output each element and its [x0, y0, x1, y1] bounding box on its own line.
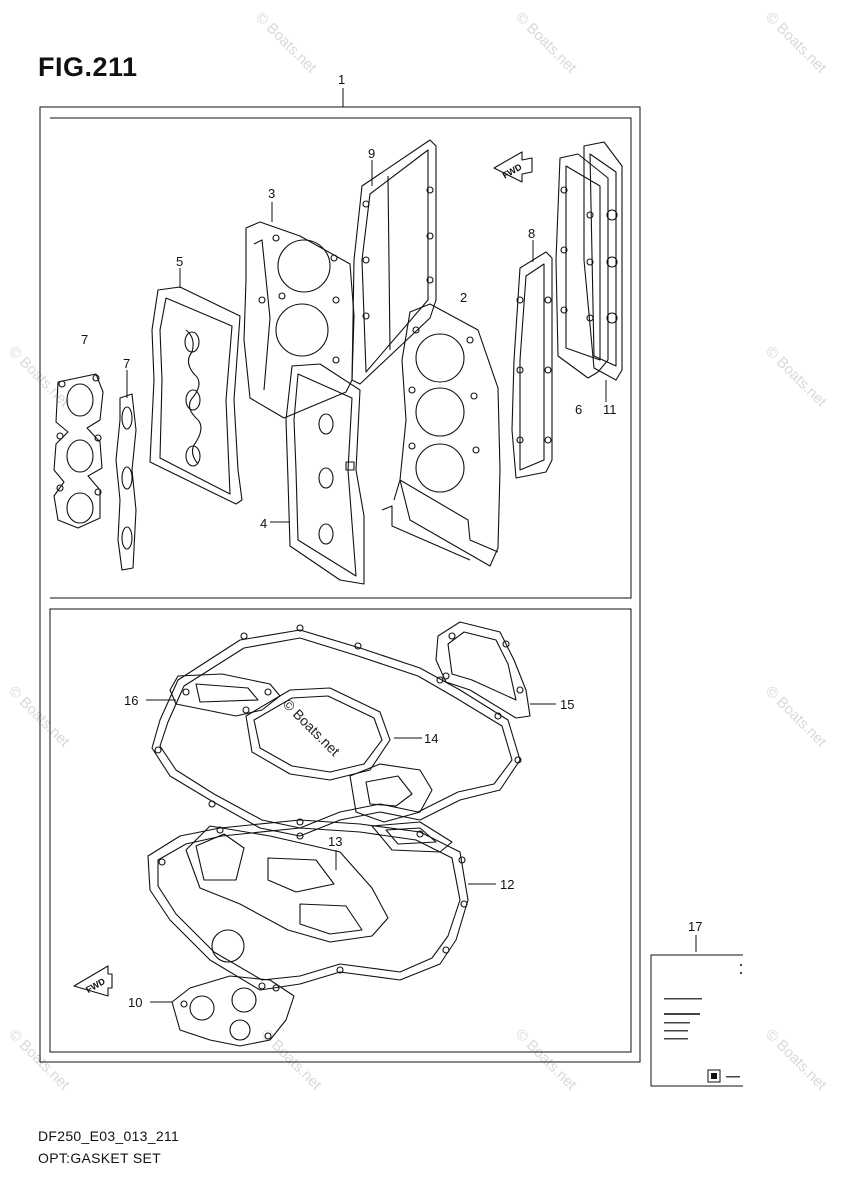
exhaust-cover-gasket-outer — [583, 141, 623, 381]
head-cover-gasket-lower — [285, 363, 365, 585]
cylinder-head-gasket-port — [243, 221, 355, 419]
small-gasket-16 — [169, 673, 281, 717]
callout-11: 11 — [603, 402, 617, 417]
oil-pan-gasket — [151, 624, 522, 840]
callout-1: 1 — [338, 72, 345, 87]
intake-gasket-tall — [351, 139, 437, 385]
frame-layer — [39, 106, 743, 1087]
callout-14: 14 — [424, 731, 438, 746]
documentation-sheet-marks — [664, 964, 742, 1083]
cover-gasket-15 — [435, 621, 531, 719]
callout-2: 2 — [460, 290, 467, 305]
direction-arrow-bottom — [73, 965, 113, 997]
leader-lines — [126, 88, 697, 1003]
exhaust-manifold-gasket — [53, 373, 104, 529]
watermark-text: © Boats.net — [512, 9, 580, 77]
figure-caption: OPT:GASKET SET — [38, 1150, 161, 1166]
parts-layer — [53, 139, 623, 1047]
watermark-text: © Boats.net — [762, 683, 830, 751]
callout-5: 5 — [176, 254, 183, 269]
figure-title: FIG.211 — [38, 52, 138, 82]
callout-17: 17 — [688, 919, 702, 934]
watermark-text: © Boats.net — [280, 696, 343, 759]
exhaust-strip-gasket — [115, 393, 137, 571]
callout-15: 15 — [560, 697, 574, 712]
lower-gasket-10 — [171, 975, 295, 1047]
watermark-text: © Boats.net — [762, 1026, 830, 1094]
direction-arrow-top — [493, 151, 533, 183]
watermark-text: © Boats.net — [512, 1026, 580, 1094]
watermark-text: © Boats.net — [762, 9, 830, 77]
callout-12: 12 — [500, 877, 514, 892]
callout-16: 16 — [124, 693, 138, 708]
watermark-text: © Boats.net — [5, 1026, 73, 1094]
watermark-text: © Boats.net — [257, 1026, 325, 1094]
cylinder-head-gasket-starboard — [381, 303, 501, 567]
callout-7b: 7 — [123, 356, 130, 371]
callout-layer: 1 2 3 4 5 6 7 7 8 9 10 11 12 13 14 15 16… — [81, 72, 702, 1010]
port-plate-gasket — [349, 763, 433, 823]
watermark-text: © Boats.net — [762, 343, 830, 411]
small-rect-gasket — [371, 821, 453, 853]
watermark-text: © Boats.net — [5, 683, 73, 751]
watermark-text: © Boats.net — [5, 343, 73, 411]
watermark-layer: © Boats.net © Boats.net © Boats.net © Bo… — [5, 9, 830, 1094]
head-cover-gasket — [149, 286, 243, 505]
callout-9: 9 — [368, 146, 375, 161]
lower-case-gasket — [147, 818, 469, 991]
lower-panel — [49, 608, 632, 1053]
intake-gasket-mid — [511, 251, 553, 479]
documentation-box — [650, 954, 743, 1087]
crankcase-gasket-14 — [245, 687, 391, 781]
callout-7a: 7 — [81, 332, 88, 347]
diagram-code: DF250_E03_013_211 — [38, 1128, 180, 1144]
callout-3: 3 — [268, 186, 275, 201]
callout-4: 4 — [260, 516, 267, 531]
upper-panel — [50, 117, 632, 599]
outer-frame — [39, 106, 641, 1063]
watermark-text: © Boats.net — [252, 9, 320, 77]
callout-8: 8 — [528, 226, 535, 241]
callout-6: 6 — [575, 402, 582, 417]
exhaust-cover-gasket — [555, 153, 609, 379]
callout-13: 13 — [328, 834, 342, 849]
intake-plate-gasket-13 — [185, 825, 389, 943]
callout-10: 10 — [128, 995, 142, 1010]
